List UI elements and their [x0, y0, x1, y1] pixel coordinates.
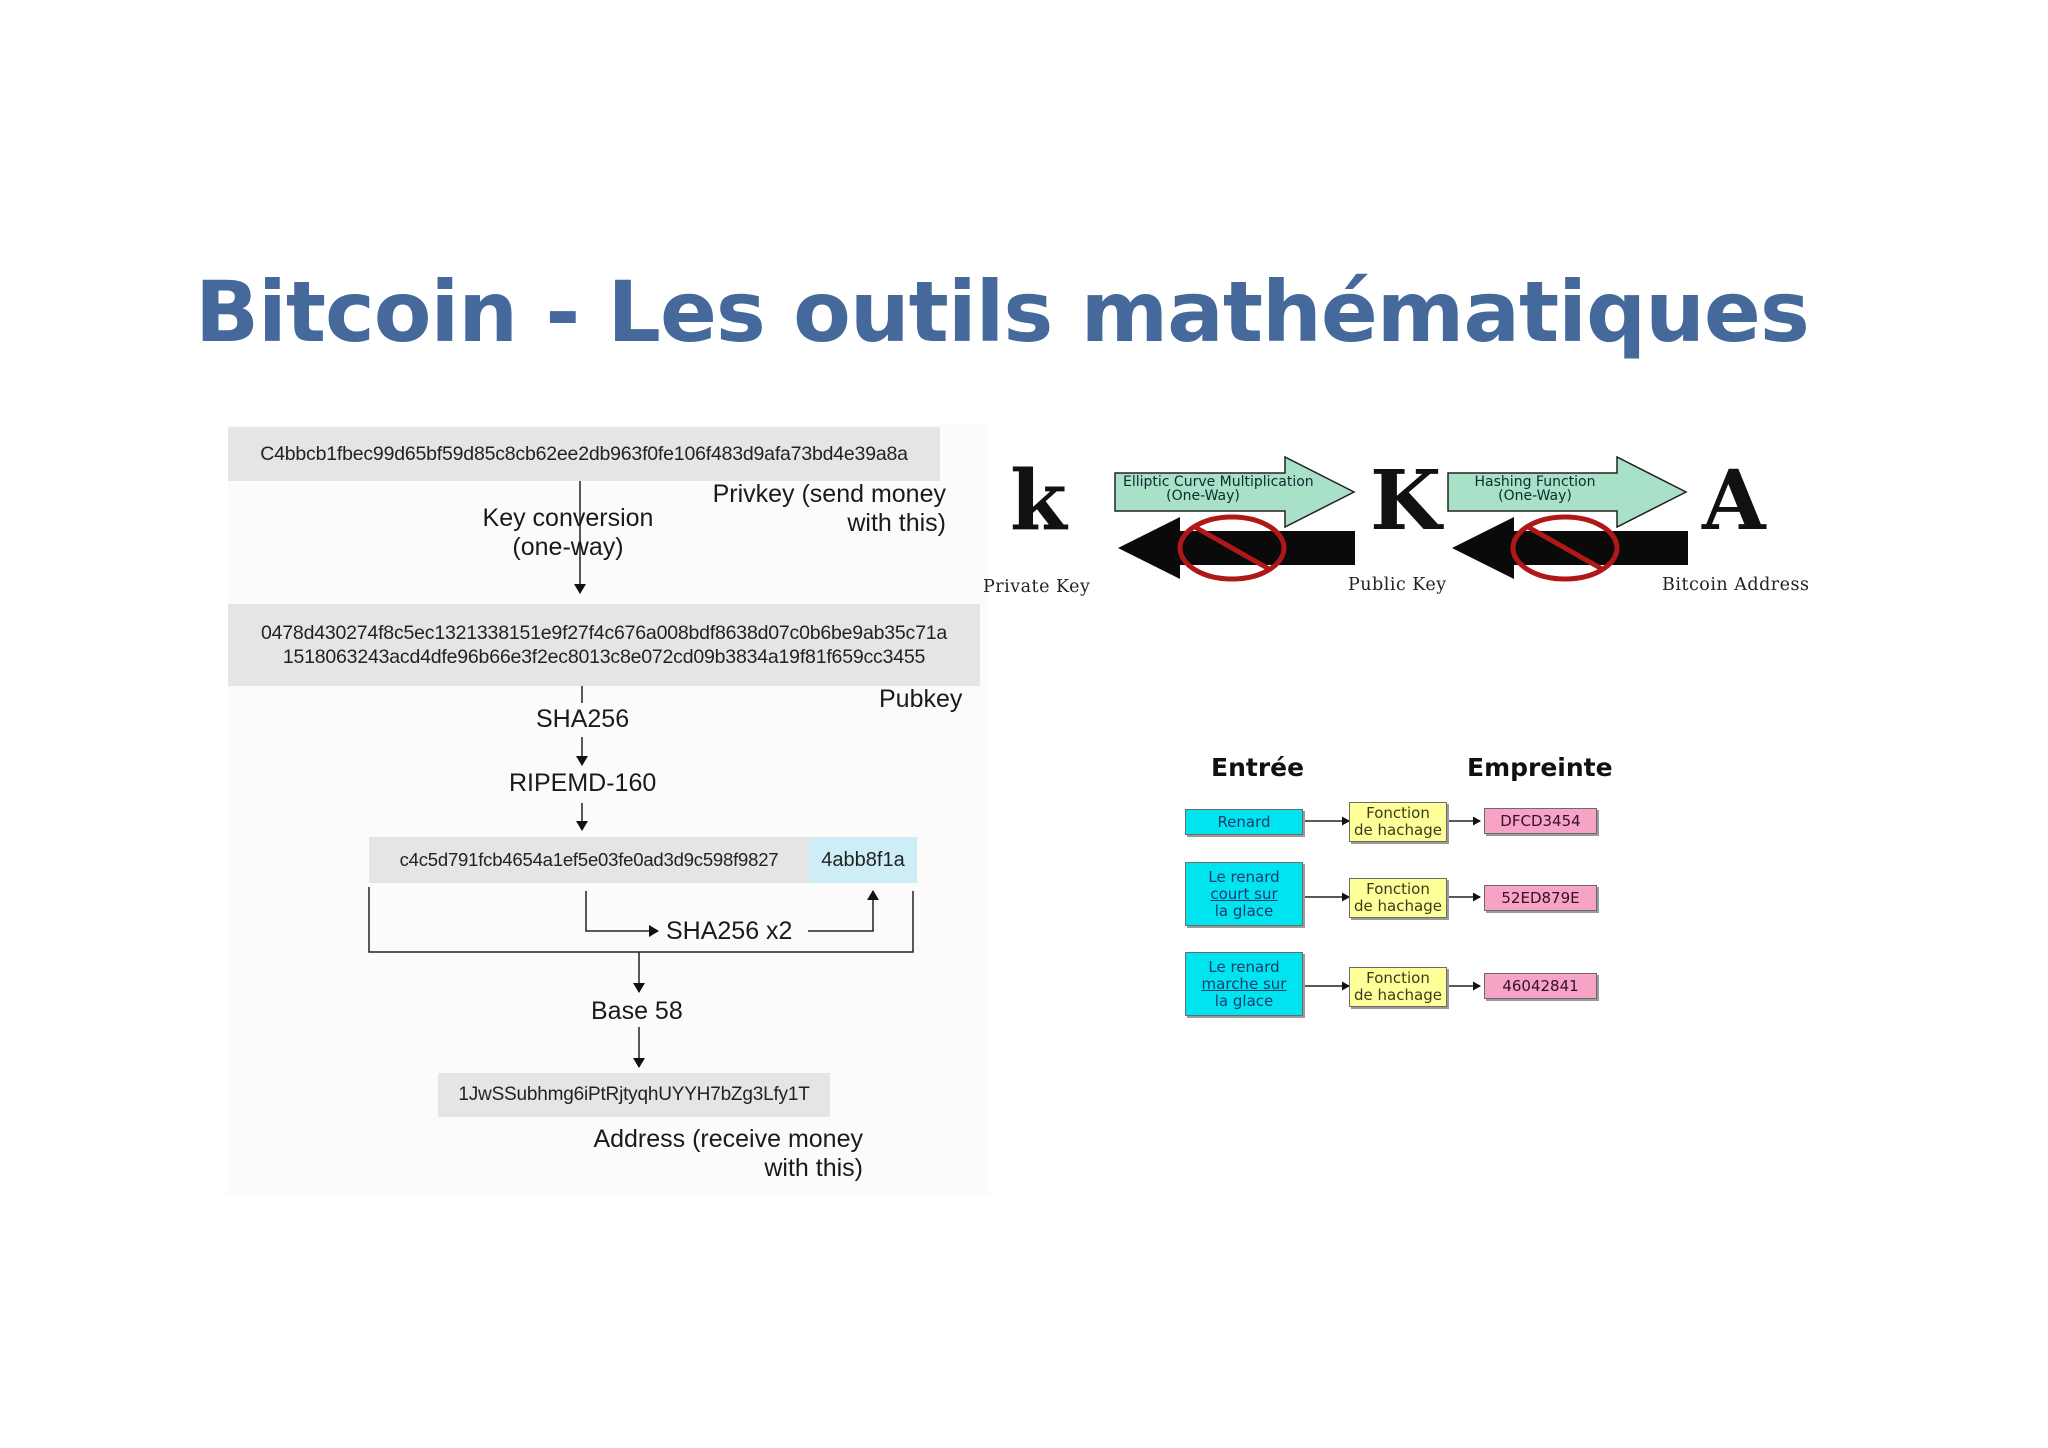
private-key-letter: k [1010, 453, 1067, 549]
pubkey-hex-box: 0478d430274f8c5ec1321338151e9f27f4c676a0… [228, 604, 980, 686]
flow-connectors [368, 480, 914, 1068]
ripemd-hex: c4c5d791fcb4654a1ef5e03fe0ad3d9c598f9827 [399, 849, 779, 870]
output-column-header: Empreinte [1467, 753, 1613, 782]
privkey-label-line-2: with this) [847, 509, 946, 537]
hashing-line-2: (One-Way) [1498, 488, 1572, 504]
input-cell-3-line-1: Le renard [1208, 957, 1280, 976]
hash-function-diagram: Entrée Empreinte Renard Fonction de hach… [1180, 745, 1620, 1025]
input-cell-2-line-1: Le renard [1208, 867, 1280, 886]
hashing-arrow [1447, 455, 1688, 529]
hash-function-3-line-1: Fonction [1366, 969, 1430, 987]
hash-function-1-line-2: de hachage [1354, 821, 1442, 839]
hash-function-2-line-1: Fonction [1366, 880, 1430, 898]
input-cell-2-line-3: la glace [1214, 901, 1274, 920]
address-label-line-1: Address (receive money [593, 1125, 863, 1153]
input-cell-2: Le renard court sur la glace [1185, 862, 1303, 926]
digest-cell-2: 52ED879E [1484, 885, 1597, 911]
privkey-hex: C4bbcb1fbec99d65bf59d85c8cb62ee2db963f0f… [260, 443, 908, 465]
checksum-box: 4abb8f1a [809, 837, 917, 883]
input-cell-3-line-2: marche sur [1201, 974, 1287, 993]
pubkey-hex-line-2: 1518063243acd4dfe96b66e3f2ec8013c8e072cd… [282, 646, 926, 668]
hash-function-2-line-2: de hachage [1354, 897, 1442, 915]
hashing-line-1: Hashing Function [1474, 474, 1596, 490]
address-box: 1JwSSubhmg6iPtRjtyqhUYYH7bZg3Lfy1T [438, 1073, 830, 1117]
privkey-hex-box: C4bbcb1fbec99d65bf59d85c8cb62ee2db963f0f… [228, 427, 940, 481]
slide-title: Bitcoin - Les outils mathématiques [195, 263, 1810, 361]
elliptic-curve-arrow [1114, 455, 1356, 529]
address-text: 1JwSSubhmg6iPtRjtyqhUYYH7bZg3Lfy1T [458, 1084, 810, 1105]
digest-cell-1: DFCD3454 [1484, 808, 1597, 834]
private-key-caption: Private Key [983, 577, 1091, 597]
pubkey-label: Pubkey [879, 685, 963, 713]
bitcoin-address-letter: A [1702, 453, 1766, 549]
pubkey-hex-line-1: 0478d430274f8c5ec1321338151e9f27f4c676a0… [260, 622, 948, 644]
input-cell-2-line-2: court sur [1210, 884, 1278, 903]
input-cell-1-line-1: Renard [1217, 812, 1271, 831]
hash-function-cell-2: Fonction de hachage [1349, 878, 1447, 918]
hash-function-3-line-2: de hachage [1354, 986, 1442, 1004]
arrow-double-sha-to-checksum [808, 890, 879, 932]
address-derivation-diagram: C4bbcb1fbec99d65bf59d85c8cb62ee2db963f0f… [228, 425, 988, 1195]
double-sha-label: SHA256 x2 [666, 917, 793, 945]
address-label-line-2: with this) [764, 1154, 863, 1182]
input-column-header: Entrée [1211, 753, 1305, 782]
key-conversion-line-2: (one-way) [512, 533, 624, 561]
privkey-label-line-1: Privkey (send money [712, 480, 946, 508]
sha256-label: SHA256 [536, 705, 630, 733]
bitcoin-address-caption: Bitcoin Address [1662, 575, 1810, 595]
forbidden-icon-2 [1510, 514, 1620, 582]
elliptic-curve-arrow-label: Elliptic Curve Multiplication (One-Way) [1123, 474, 1314, 504]
ripemd-hash-box: c4c5d791fcb4654a1ef5e03fe0ad3d9c598f9827 [369, 837, 809, 883]
elliptic-curve-line-1: Elliptic Curve Multiplication [1123, 474, 1314, 490]
address-label: Address (receive money with this) [563, 1125, 863, 1183]
hash-function-1-line-1: Fonction [1366, 804, 1430, 822]
key-conversion-label: Key conversion (one-way) [468, 504, 668, 562]
hash-arrows [1303, 816, 1481, 991]
privkey-label: Privkey (send money with this) [678, 480, 946, 538]
arrow-hash-to-double-sha [585, 891, 659, 937]
hash-function-cell-1: Fonction de hachage [1349, 802, 1447, 842]
ripemd-label: RIPEMD-160 [509, 769, 657, 797]
input-cell-3: Le renard marche sur la glace [1185, 952, 1303, 1016]
forbidden-icon-1 [1177, 514, 1287, 582]
key-conversion-line-1: Key conversion [482, 504, 654, 532]
key-chain-arrows [1114, 455, 1688, 582]
hashing-arrow-label: Hashing Function (One-Way) [1456, 475, 1614, 503]
hash-bracket [368, 887, 914, 953]
public-key-caption: Public Key [1348, 575, 1447, 595]
digest-cell-3: 46042841 [1484, 973, 1597, 999]
hash-function-cell-3: Fonction de hachage [1349, 967, 1447, 1007]
elliptic-curve-line-2: (One-Way) [1166, 488, 1240, 504]
base58-label: Base 58 [591, 997, 683, 1025]
public-key-letter: K [1370, 453, 1442, 549]
key-chain-diagram: Elliptic Curve Multiplication (One-Way) … [980, 445, 1850, 615]
input-cell-3-line-3: la glace [1214, 991, 1274, 1010]
input-cell-1: Renard [1185, 809, 1303, 835]
